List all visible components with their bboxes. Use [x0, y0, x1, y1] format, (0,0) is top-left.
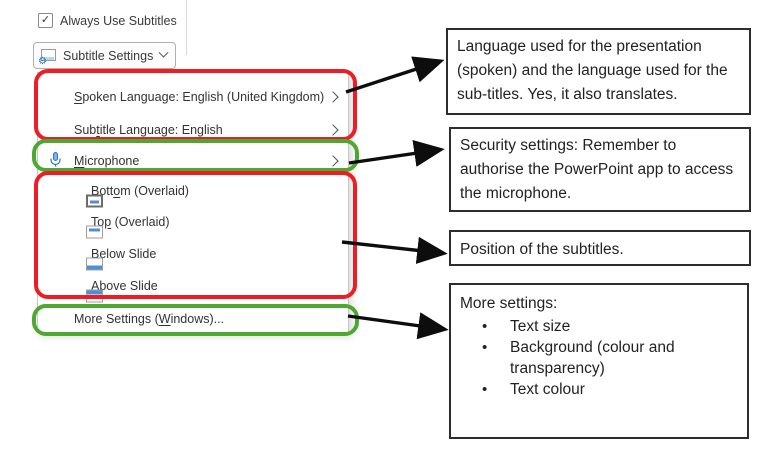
menu-item-label: Above Slide [91, 279, 158, 293]
menu-item-bottom-overlaid[interactable]: Bottom (Overlaid) [38, 175, 348, 207]
callout-position: Position of the subtitles. [449, 230, 751, 266]
subtitle-settings-button[interactable]: ⚙ Subtitle Settings [33, 42, 177, 69]
always-use-subtitles-checkbox[interactable]: ✓ Always Use Subtitles [38, 13, 177, 28]
microphone-icon [50, 152, 61, 170]
list-item: Background (colour and transparency) [460, 337, 738, 379]
menu-item-more-settings[interactable]: More Settings (Windows)... [38, 305, 348, 332]
menu-item-below-slide[interactable]: Below Slide [38, 238, 348, 270]
subtitle-above-slide-icon [86, 289, 103, 302]
list-item: Text colour [460, 379, 738, 400]
menu-item-subtitle-language[interactable]: Subtitle Language: English [38, 114, 348, 146]
arrow-more-settings [347, 312, 449, 340]
submenu-chevron-icon [327, 91, 339, 103]
callout-more-settings-title: More settings: [460, 295, 558, 312]
ribbon-group-separator [186, 0, 187, 55]
callout-languages: Language used for the presentation (spok… [446, 28, 751, 115]
checkbox-checked-icon[interactable]: ✓ [38, 13, 53, 28]
callout-microphone: Security settings: Remember to authorise… [449, 127, 751, 212]
submenu-chevron-icon [327, 124, 339, 136]
menu-item-microphone[interactable]: Microphone [38, 145, 348, 177]
callout-more-settings: More settings: Text size Background (col… [449, 283, 749, 439]
arrow-microphone [348, 139, 445, 167]
menu-item-label: Subtitle Language: English [74, 123, 223, 137]
menu-item-label: Bottom (Overlaid) [91, 184, 189, 198]
menu-item-label: Microphone [74, 154, 140, 168]
menu-item-top-overlaid[interactable]: Top (Overlaid) [38, 206, 348, 238]
menu-item-above-slide[interactable]: Above Slide [38, 270, 348, 302]
menu-item-label: Spoken Language: English (United Kingdom… [74, 90, 325, 104]
submenu-chevron-icon [327, 155, 339, 167]
arrow-position [341, 236, 448, 264]
subtitle-below-slide-icon [86, 257, 103, 270]
menu-item-label: Below Slide [91, 247, 157, 261]
callout-more-settings-list: Text size Background (colour and transpa… [460, 316, 738, 400]
menu-item-label: More Settings (Windows)... [74, 311, 225, 326]
checkbox-label: Always Use Subtitles [60, 13, 177, 28]
menu-item-spoken-language[interactable]: Spoken Language: English (United Kingdom… [38, 81, 348, 113]
subtitle-bottom-overlaid-icon [86, 194, 103, 207]
subtitle-settings-menu: Spoken Language: English (United Kingdom… [37, 72, 349, 333]
subtitle-settings-icon: ⚙ [38, 48, 58, 66]
arrow-languages [345, 56, 445, 94]
list-item: Text size [460, 316, 738, 337]
chevron-down-icon [158, 47, 169, 58]
subtitle-settings-button-label: Subtitle Settings [63, 48, 154, 63]
subtitle-top-overlaid-icon [86, 225, 103, 238]
